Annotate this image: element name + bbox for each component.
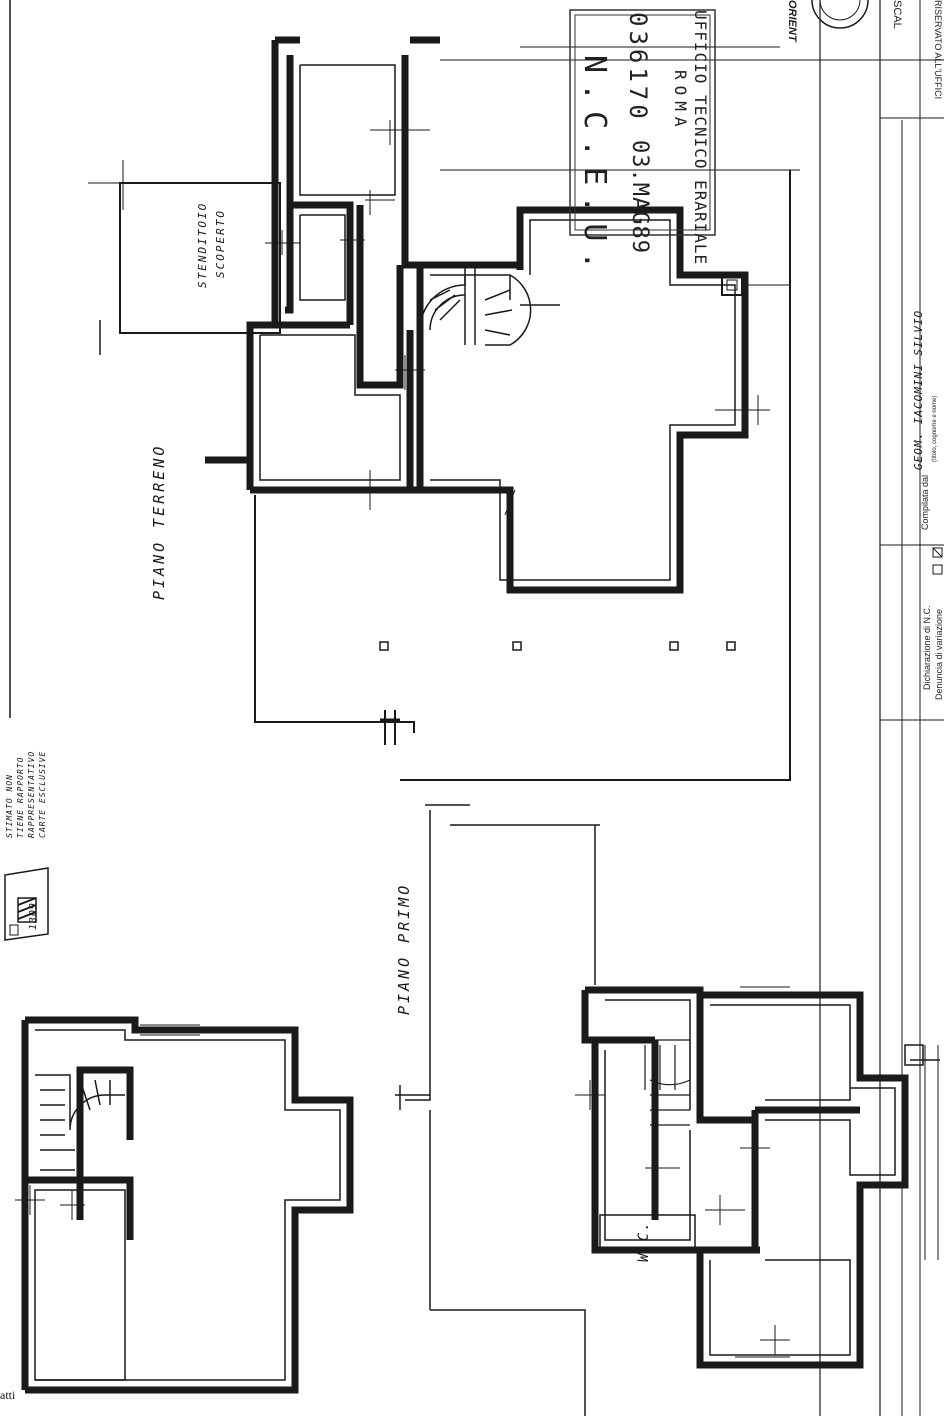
orientation-circle	[811, 0, 869, 29]
location-map	[4, 867, 49, 941]
stamp-registry: N.C.E.U.	[577, 55, 612, 280]
first-floor-label: PIANO PRIMO	[395, 882, 413, 1015]
ground-floor-label: PIANO TERRENO	[150, 443, 168, 600]
stamp-date: 03.MAG89	[627, 140, 652, 254]
stamp-office-line1: UFFICIO TECNICO ERARIALE	[691, 10, 710, 266]
scale-label: SCAL	[891, 0, 903, 29]
location-note-line2: TIENE RAPPORTO	[16, 756, 25, 838]
wc-label: W.C.	[636, 1220, 652, 1262]
footer-text: atti	[0, 1388, 16, 1402]
stamp-number: 036170	[624, 12, 652, 123]
ground-floor-plan	[88, 36, 944, 781]
declaration-nc-label: Dichiarazione di N.C.	[922, 605, 932, 690]
declaration-variation-label: Denuncia di variazione	[934, 608, 944, 700]
parcel-number: 1309	[28, 901, 39, 930]
location-note-line1: STIMATO NON	[5, 774, 14, 838]
first-floor-plan	[395, 804, 940, 1416]
stamp-frame	[569, 9, 716, 236]
stamp-office-line2: ROMA	[671, 70, 690, 133]
compiled-by-label: Compilata dal	[920, 474, 930, 530]
name-hint: (titolo, cognome e nome)	[932, 395, 938, 462]
compiler-name: GEOM. IACOMINI SILVIO	[912, 309, 925, 470]
location-note-line4: CARTE ESCLUSIVE	[38, 750, 47, 838]
orientation-label: ORIENT	[786, 0, 798, 42]
reserved-office-label: RISERVATO ALL'UFFICI	[933, 0, 943, 100]
drying-area-label-line1: STENDITOIO	[196, 201, 209, 288]
drying-area-label-line2: SCOPERTO	[214, 209, 227, 278]
location-note-line3: RAPPRESENTATIVO	[27, 750, 36, 838]
attic-floor-plan	[15, 1016, 354, 1394]
